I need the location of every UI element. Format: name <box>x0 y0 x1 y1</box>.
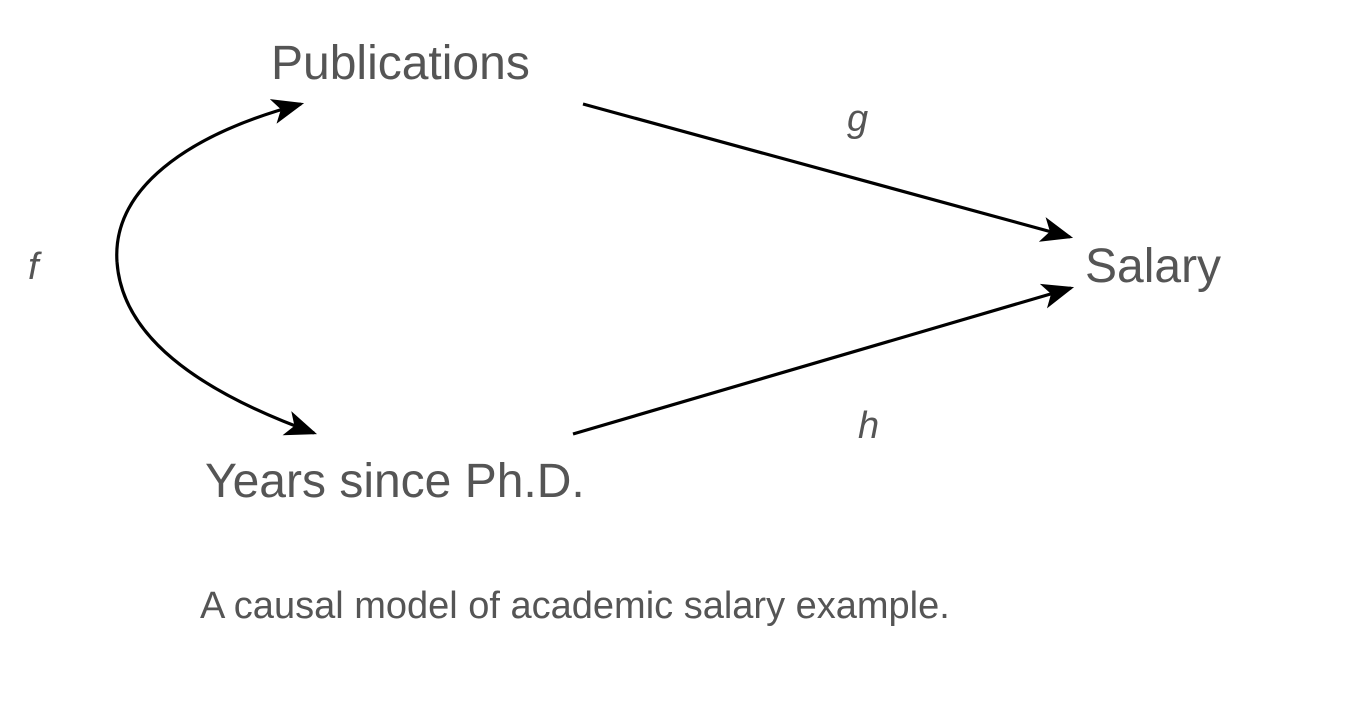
edge-label-h: h <box>858 405 880 447</box>
edge-f-to-publications-arrow <box>115 99 305 263</box>
node-salary: Salary <box>1085 240 1222 293</box>
edge-label-f: f <box>28 246 39 288</box>
edge-f-to-years-arrow <box>115 261 318 436</box>
figure-caption: A causal model of academic salary exampl… <box>200 585 950 627</box>
node-publications: Publications <box>271 37 530 90</box>
node-years-since-phd: Years since Ph.D. <box>205 455 585 508</box>
edge-g-arrow <box>582 102 1074 242</box>
edge-label-g: g <box>847 98 869 140</box>
edge-h-arrow <box>572 283 1075 436</box>
